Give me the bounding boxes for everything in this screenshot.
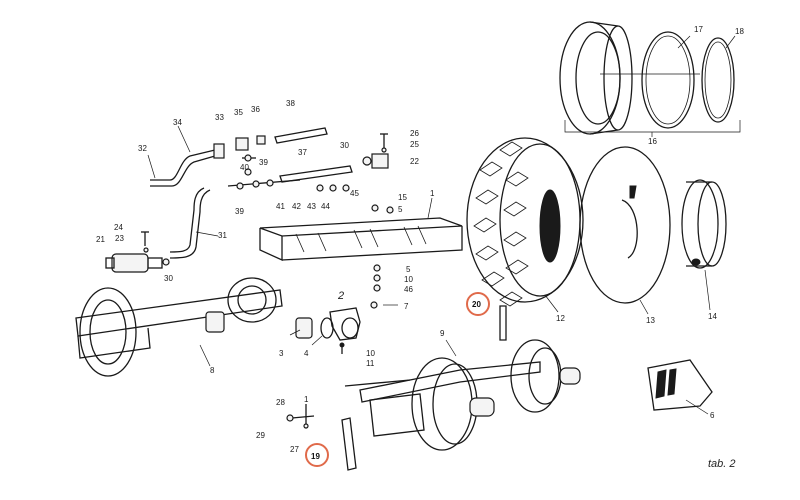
- front-axle: [75, 277, 283, 377]
- callout-46: 46: [404, 285, 413, 294]
- tyre: [466, 137, 584, 313]
- callout-18: 18: [735, 27, 744, 36]
- callout-35: 35: [234, 108, 243, 117]
- callout-24: 24: [114, 223, 123, 232]
- callout-6: 6: [710, 411, 715, 420]
- callout-4: 4: [304, 349, 309, 358]
- callout-15: 15: [398, 193, 407, 202]
- callout-10: 10: [404, 275, 413, 284]
- callout-33: 33: [215, 113, 224, 122]
- callout-17: 17: [694, 25, 703, 34]
- table-label: tab. 2: [708, 458, 736, 470]
- callout-34: 34: [173, 118, 182, 127]
- callout-20: 20: [472, 300, 481, 309]
- callout-21: 21: [96, 235, 105, 244]
- callout-45: 45: [350, 189, 359, 198]
- frame-beam: [259, 197, 463, 262]
- callout-29: 29: [256, 431, 265, 440]
- brake-cylinder: [105, 231, 170, 273]
- callout-5: 5: [398, 205, 403, 214]
- highlight-markers: [305, 292, 490, 467]
- callout-25: 25: [410, 140, 419, 149]
- callout-37: 37: [298, 148, 307, 157]
- callout-12: 12: [556, 314, 565, 323]
- callout-5: 5: [406, 265, 411, 274]
- callout-1: 1: [430, 189, 435, 198]
- callout-labels: 17 18 16 34 33 35 36 38 26 25 32 40 39 3…: [96, 25, 744, 470]
- callout-28: 28: [276, 398, 285, 407]
- callout-30: 30: [164, 274, 173, 283]
- wheel-chock: [647, 359, 713, 415]
- callout-16: 16: [648, 137, 657, 146]
- spring-bracket: [289, 307, 361, 354]
- wheel-rim-assembly: [559, 21, 741, 137]
- callout-14: 14: [708, 312, 717, 321]
- callout-38: 38: [286, 99, 295, 108]
- brake-pipe-assembly: [147, 125, 389, 259]
- callout-27: 27: [290, 445, 299, 454]
- callout-26: 26: [410, 129, 419, 138]
- callout-40: 40: [240, 163, 249, 172]
- callout-41: 41: [276, 202, 285, 211]
- callout-39: 39: [259, 158, 268, 167]
- inner-tube: [579, 146, 671, 315]
- callout-30: 30: [340, 141, 349, 150]
- callout-10: 10: [366, 349, 375, 358]
- callout-9: 9: [440, 329, 445, 338]
- callout-42: 42: [292, 202, 301, 211]
- callout-23: 23: [115, 234, 124, 243]
- highlight-circle-20: [466, 292, 490, 316]
- callout-32: 32: [138, 144, 147, 153]
- callout-1: 1: [304, 395, 309, 404]
- callout-44: 44: [321, 202, 330, 211]
- callout-13: 13: [646, 316, 655, 325]
- callout-31: 31: [218, 231, 227, 240]
- callout-43: 43: [307, 202, 316, 211]
- callout-39: 39: [235, 207, 244, 216]
- callout-19: 19: [311, 452, 320, 461]
- callout-11: 11: [366, 359, 375, 368]
- callout-22: 22: [410, 157, 419, 166]
- hardware-set: [370, 264, 398, 309]
- callout-2: 2: [337, 290, 344, 302]
- highlight-circle-19: [305, 443, 329, 467]
- rim-band: [681, 179, 727, 311]
- callout-8: 8: [210, 366, 215, 375]
- callout-7: 7: [404, 302, 409, 311]
- rear-axle: [344, 339, 581, 451]
- callout-3: 3: [279, 349, 284, 358]
- callout-36: 36: [251, 105, 260, 114]
- wheel-studs: [286, 305, 507, 471]
